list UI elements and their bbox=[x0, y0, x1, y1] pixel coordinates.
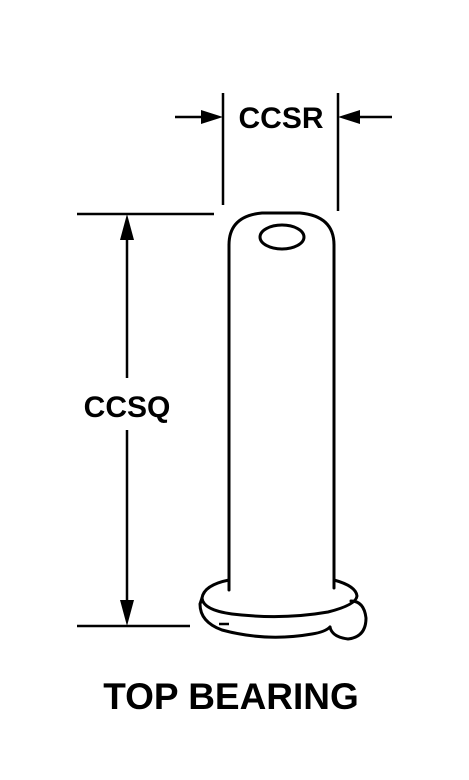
bore-hole bbox=[258, 223, 306, 251]
width-dimension-label: CCSR bbox=[238, 102, 323, 135]
cylinder-top-edge bbox=[227, 211, 336, 247]
height-dimension: CCSQ bbox=[77, 212, 214, 628]
part-title: TOP BEARING bbox=[103, 676, 359, 717]
height-arrowhead-top bbox=[120, 214, 134, 240]
height-dimension-label: CCSQ bbox=[84, 391, 171, 424]
width-arrowhead-right bbox=[338, 110, 360, 124]
width-arrowhead-left bbox=[201, 110, 223, 124]
height-arrowhead-bottom bbox=[120, 600, 134, 626]
width-dimension: CCSR bbox=[175, 93, 392, 211]
flange-tab bbox=[328, 599, 368, 641]
bearing-part bbox=[198, 211, 368, 641]
flange-lower-rim bbox=[198, 596, 332, 639]
